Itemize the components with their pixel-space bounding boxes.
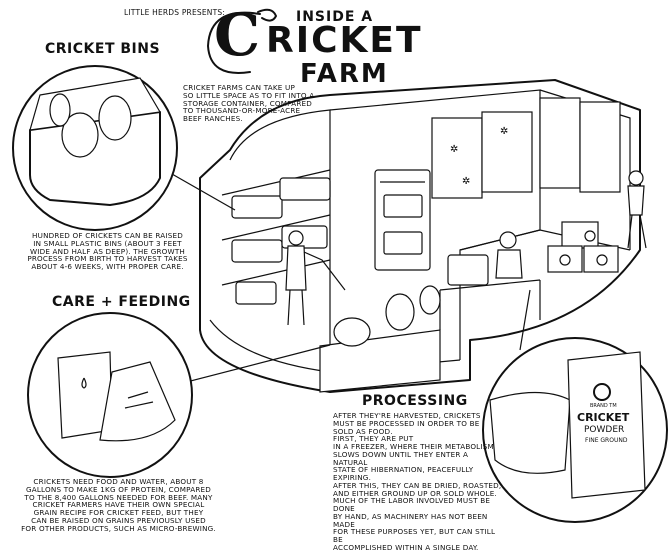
package-line-3: FINE GROUND	[585, 437, 628, 444]
title-line-2: RICKET	[266, 20, 423, 61]
heading-care-feeding: CARE + FEEDING	[52, 294, 191, 310]
processing-line: FOR THESE PURPOSES YET, BUT CAN STILL BE	[333, 527, 496, 545]
ovens	[374, 169, 431, 271]
intro-line: STORAGE CONTAINER, COMPARED	[183, 98, 313, 108]
bins-line: HUNDRED OF CRICKETS CAN BE RAISED	[32, 231, 183, 240]
processing-line: ACCOMPLISHED WITHIN A SINGLE DAY.	[333, 543, 479, 553]
worker-figure-shelves	[627, 170, 647, 249]
bins-line: IN SMALL PLASTIC BINS (ABOUT 3 FEET	[33, 238, 182, 248]
callout-care-feeding	[27, 312, 331, 478]
processing-line: AND EITHER GROUND UP OR SOLD WHOLE.	[333, 488, 497, 498]
care-line: GRAIN RECIPE FOR CRICKET FEED, BUT THEY	[33, 508, 204, 518]
package-brand: BRAND TM	[590, 403, 617, 409]
intro-line: SO LITTLE SPACE AS TO FIT INTO A	[183, 90, 315, 100]
intro-line: TO THOUSAND-OR-MORE-ACRE	[183, 106, 301, 116]
wall-cabinets: ✲ ✲ ✲	[431, 97, 621, 199]
processing-line: SOLD AS FOOD.	[333, 426, 393, 436]
care-line: CAN BE RAISED ON GRAINS PREVIOUSLY USED	[31, 515, 206, 525]
care-line: TO THE 8,400 GALLONS NEEDED FOR BEEF. MA…	[24, 492, 213, 502]
stacked-boxes	[547, 221, 619, 273]
care-line: CRICKET FARMERS HAVE THEIR OWN SPECIAL	[32, 500, 205, 510]
bins-line: PROCESS FROM BIRTH TO HARVEST TAKES	[27, 254, 188, 264]
intro-line: BEEF RANCHES.	[183, 114, 243, 124]
callout-cricket-bins	[12, 65, 236, 231]
package-line-2: POWDER	[584, 425, 625, 435]
presenter-line: LITTLE HERDS PRESENTS:	[124, 8, 226, 17]
bins-line: ABOUT 4-6 WEEKS, WITH PROPER CARE.	[31, 262, 184, 272]
package-line-1: CRICKET	[577, 411, 630, 424]
processing-line: AFTER THIS, THEY CAN BE DRIED, ROASTED,	[333, 480, 502, 490]
title-swirl-logo	[207, 8, 277, 74]
processing-line: IN A FREEZER, WHERE THEIR METABOLISM	[333, 442, 494, 452]
processing-line: STATE OF HIBERNATION, PEACEFULLY EXPIRIN…	[333, 465, 474, 483]
callout-processing	[482, 289, 668, 523]
heading-cricket-bins: CRICKET BINS	[45, 41, 161, 57]
title-line-1: INSIDE A	[296, 9, 374, 25]
bins-line: WIDE AND HALF AS DEEP). THE GROWTH	[29, 246, 186, 256]
heading-processing: PROCESSING	[362, 393, 468, 409]
processing-text: AFTER THEY'RE HARVESTED, CRICKETS MUST B…	[333, 412, 503, 552]
svg-text:✲: ✲	[500, 126, 508, 137]
care-line: CRICKETS NEED FOOD AND WATER, ABOUT 8	[33, 477, 204, 486]
svg-text:✲: ✲	[450, 144, 458, 155]
processing-line: AFTER THEY'RE HARVESTED, CRICKETS	[333, 411, 481, 420]
intro-text: CRICKET FARMS CAN TAKE UP SO LITTLE SPAC…	[183, 84, 314, 123]
processing-line: MUST BE PROCESSED IN ORDER TO BE	[333, 418, 480, 428]
feeding-counter	[319, 285, 441, 393]
processing-line: SLOWS DOWN UNTIL THEY ENTER A NATURAL	[333, 449, 469, 467]
care-line: GALLONS TO MAKE 1KG OF PROTEIN, COMPARED	[25, 484, 212, 494]
desk-computer	[439, 231, 541, 330]
worker-figure-bins	[285, 230, 346, 326]
bins-text: HUNDRED OF CRICKETS CAN BE RAISED IN SMA…	[20, 232, 195, 271]
svg-text:✲: ✲	[462, 176, 470, 187]
processing-line: MUCH OF THE LABOR INVOLVED MUST BE DONE	[333, 496, 491, 514]
care-text: CRICKETS NEED FOOD AND WATER, ABOUT 8 GA…	[6, 478, 231, 532]
care-line: FOR OTHER PRODUCTS, SUCH AS MICRO-BREWIN…	[21, 523, 216, 533]
processing-line: BY HAND, AS MACHINERY HAS NOT BEEN MADE	[333, 511, 488, 529]
title-big-c: C	[214, 1, 261, 69]
intro-line: CRICKET FARMS CAN TAKE UP	[183, 83, 295, 92]
title-line-3: FARM	[300, 59, 389, 89]
processing-line: FIRST, THEY ARE PUT	[333, 434, 414, 444]
